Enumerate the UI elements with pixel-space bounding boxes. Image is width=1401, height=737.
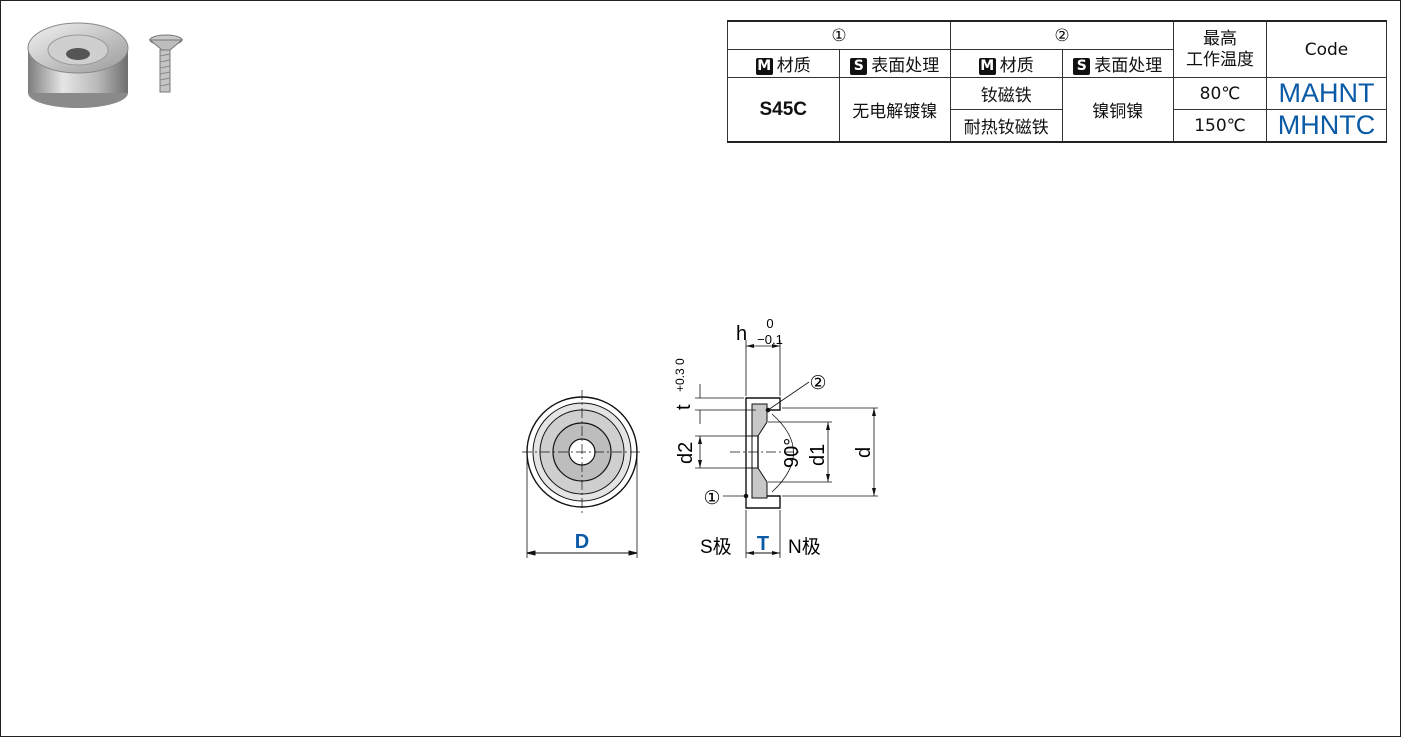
magnet-material-1: 钕磁铁	[950, 77, 1063, 110]
pole-n-label: N极	[788, 536, 821, 558]
temp-2: 150℃	[1173, 109, 1267, 143]
code-1: MAHNT	[1266, 77, 1387, 110]
side-view	[695, 340, 878, 558]
angle-label: 90°	[781, 438, 803, 468]
dim-t-label: t	[673, 404, 695, 410]
dim-h-tol-bottom: −0.1	[757, 332, 783, 347]
callout-1: ①	[703, 488, 720, 509]
material-label-2: 材质	[999, 56, 1034, 76]
pole-s-label: S极	[700, 536, 732, 558]
surface-label: 表面处理	[871, 56, 940, 76]
dim-h-tol-top: 0	[766, 316, 773, 331]
dim-d1-label: d1	[807, 444, 829, 466]
code-2: MHNTC	[1266, 109, 1387, 143]
dim-t-tol: +0.3 0	[673, 358, 687, 392]
magnet-surface: 镍铜镍	[1061, 77, 1174, 143]
dim-D-label: D	[575, 531, 589, 553]
max-temp-header: 最高 工作温度	[1173, 20, 1267, 78]
product-photo	[27, 22, 184, 108]
material-label: 材质	[776, 56, 811, 76]
dim-d-label: d	[853, 447, 875, 458]
dim-T-label: T	[757, 533, 769, 555]
code-header: Code	[1266, 20, 1387, 78]
magnet-material-2: 耐热钕磁铁	[950, 109, 1063, 143]
front-view	[522, 390, 642, 558]
surface-label-2: 表面处理	[1094, 56, 1163, 76]
surface-value: 无电解镀镍	[838, 77, 951, 143]
material-value: S45C	[727, 77, 840, 143]
group-1-header: ①	[727, 20, 951, 50]
callout-2: ②	[809, 373, 826, 394]
arrowheads	[698, 344, 876, 555]
technical-drawing: D	[522, 316, 878, 558]
dim-h-label: h	[736, 323, 747, 345]
surface-badge-2: S	[1073, 58, 1091, 75]
temp-1: 80℃	[1173, 77, 1267, 110]
material-badge-2: M	[978, 58, 996, 75]
group-2-header: ②	[950, 20, 1174, 50]
dim-d2-label: d2	[675, 442, 697, 464]
material-badge: M	[755, 58, 773, 75]
surface-badge: S	[850, 58, 868, 75]
